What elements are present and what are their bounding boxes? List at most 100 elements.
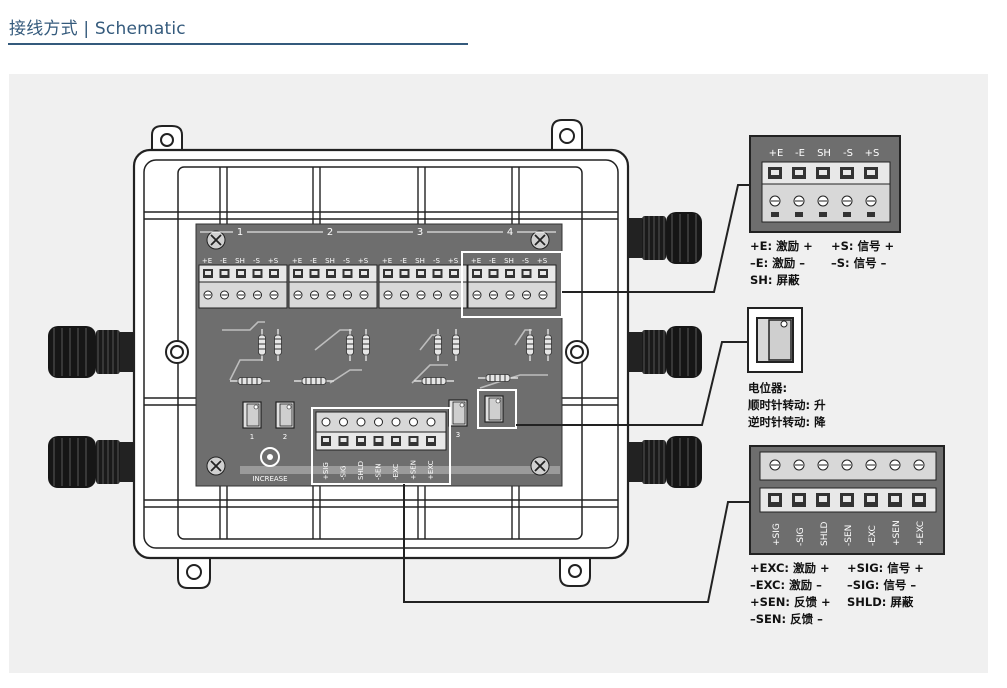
callout-pin-label: -SEN xyxy=(844,525,854,546)
legend-line: –S: 信号 – xyxy=(831,256,887,270)
terminal-pin-label: -E xyxy=(400,257,407,265)
enclosure-lip xyxy=(143,159,619,549)
channel-label-bg xyxy=(413,226,427,237)
terminal-pin-label: SH xyxy=(235,257,245,265)
wiring-diagram: 1 2 3 1 2 3 4 +E -E SH -S +S +E -E SH -S +S +E -E SH -S +S +E… xyxy=(48,119,945,603)
mounting-ear-bottom-left xyxy=(177,555,211,589)
screw-icon xyxy=(321,417,331,427)
cable-gland-left-top xyxy=(48,326,134,378)
resistor xyxy=(526,329,534,361)
terminal-pin-label: -S xyxy=(433,257,441,265)
leader-lines xyxy=(403,184,750,603)
callout-pin-label: SHLD xyxy=(820,522,830,546)
callout-pin-label: +SEN xyxy=(892,520,902,546)
pot-number: 2 xyxy=(283,433,287,441)
output-pin-label: +SEN xyxy=(410,460,418,480)
resistor xyxy=(274,329,282,361)
callout-pin-label: SH xyxy=(817,148,831,159)
legend-line: +SIG: 信号 + xyxy=(847,561,924,575)
callout-pin-label: -S xyxy=(843,148,853,159)
screw-icon xyxy=(409,417,418,427)
legend-input-terminal: +E: 激励 + –E: 激励 – SH: 屏蔽 xyxy=(750,238,813,289)
legend-line: 逆时针转动: 降 xyxy=(748,415,826,429)
cable-gland-right-middle xyxy=(628,326,702,378)
callout-pin-label: +E xyxy=(769,148,784,159)
callout-potentiometer xyxy=(747,307,803,373)
callout-pin-label: +EXC xyxy=(916,521,926,546)
highlight-boxes xyxy=(311,251,563,485)
terminal-pin-label: -S xyxy=(253,257,261,265)
resistor xyxy=(230,377,270,385)
title-underline xyxy=(8,43,468,45)
channel-label-bg xyxy=(233,226,247,237)
screw-icon xyxy=(206,230,226,250)
potentiometers: 1 2 3 xyxy=(242,395,504,441)
potentiometer: 1 xyxy=(242,401,262,441)
resistor xyxy=(346,329,354,361)
resistor xyxy=(362,329,370,361)
potentiometer xyxy=(484,395,504,423)
terminal-pin-label: -E xyxy=(489,257,496,265)
schematic-panel: 1 2 3 1 2 3 4 +E -E SH -S +S +E -E SH -S +S +E -E SH -S +S +E… xyxy=(9,74,988,673)
legend-line: +E: 激励 + xyxy=(750,239,813,253)
channel-number: 1 xyxy=(237,227,243,238)
pot-number: 3 xyxy=(456,431,460,439)
screw-icon xyxy=(426,417,436,427)
terminal-pin-label: SH xyxy=(504,257,514,265)
legend-line: –EXC: 激励 – xyxy=(750,578,822,592)
cable-gland-left-bottom xyxy=(48,436,134,488)
resistor xyxy=(452,329,460,361)
pcb-traces xyxy=(222,321,560,474)
side-bolt xyxy=(165,340,189,364)
callout-pin-label: +SIG xyxy=(772,523,782,546)
resistors xyxy=(230,329,552,385)
channel-number: 2 xyxy=(327,227,333,238)
increase-marker: INCREASE xyxy=(252,447,288,483)
output-pin-label: -SIG xyxy=(340,466,348,480)
cable-gland-right-top xyxy=(628,212,702,264)
output-pin-label: -EXC xyxy=(392,464,400,480)
output-pin-label: +EXC xyxy=(427,460,435,480)
legend-output-terminal: +EXC: 激励 + –EXC: 激励 – +SEN: 反馈 + –SEN: 反… xyxy=(750,560,831,628)
legend-line: +EXC: 激励 + xyxy=(750,561,830,575)
channel-number: 3 xyxy=(417,227,423,238)
legend-line: SH: 屏蔽 xyxy=(750,273,800,287)
screw-icon xyxy=(339,417,348,427)
terminal-pin-label: -E xyxy=(310,257,317,265)
callout-pin-label: -EXC xyxy=(868,525,878,546)
legend-line: 电位器: xyxy=(748,381,788,395)
terminal-pin-label: +E xyxy=(382,257,392,265)
resistor xyxy=(544,329,552,361)
increase-label: INCREASE xyxy=(252,475,287,483)
screw-icon xyxy=(530,230,550,250)
terminal-pin-label: +S xyxy=(448,257,459,265)
terminal-pin-label: +S xyxy=(268,257,279,265)
legend-line: SHLD: 屏蔽 xyxy=(847,595,914,609)
channel-label-bg xyxy=(503,226,517,237)
legend-input-terminal-col2: +S: 信号 + –S: 信号 – xyxy=(831,238,894,272)
output-pin-label: SHLD xyxy=(357,461,365,480)
terminal-pin-label: -S xyxy=(522,257,530,265)
mounting-ear-bottom-right xyxy=(559,555,591,587)
channel-number: 4 xyxy=(507,227,513,238)
cable-gland-right-bottom xyxy=(628,436,702,488)
legend-line: 顺时针转动: 升 xyxy=(748,398,826,412)
legend-potentiometer: 电位器: 顺时针转动: 升 逆时针转动: 降 xyxy=(748,380,826,431)
terminal-pin-label: +S xyxy=(537,257,548,265)
potentiometer: 2 xyxy=(275,401,295,441)
terminal-pin-label: +S xyxy=(358,257,369,265)
mounting-ear-top-left xyxy=(151,125,183,153)
legend-line: +SEN: 反馈 + xyxy=(750,595,831,609)
terminal-pin-label: +E xyxy=(471,257,481,265)
screw-icon xyxy=(530,456,550,476)
legend-line: –SEN: 反馈 – xyxy=(750,612,823,626)
legend-output-terminal-col2: +SIG: 信号 + –SIG: 信号 – SHLD: 屏蔽 xyxy=(847,560,924,611)
terminal-pin-label: +E xyxy=(292,257,302,265)
board-screws xyxy=(206,230,550,476)
callout-pin-label: +S xyxy=(865,148,880,159)
